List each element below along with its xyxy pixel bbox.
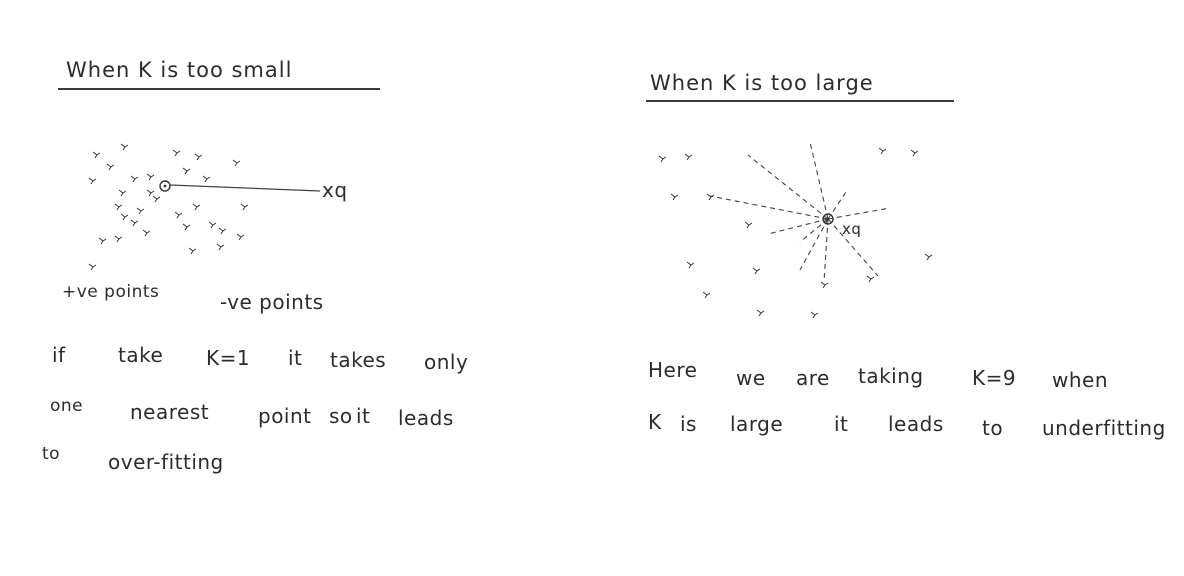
note-word: are	[796, 366, 830, 390]
neighbor-link	[827, 207, 891, 220]
neighbor-link	[827, 218, 879, 277]
note-word: leads	[398, 406, 454, 430]
note-word: point	[258, 404, 312, 428]
note-word: K	[648, 410, 662, 434]
data-point-mark	[744, 221, 753, 229]
note-word: when	[1052, 368, 1109, 392]
note-word: to	[42, 444, 61, 464]
data-point-mark	[236, 233, 245, 241]
data-point-mark	[194, 153, 203, 161]
data-point-mark	[208, 221, 217, 229]
note-word: taking	[858, 364, 924, 388]
data-point-mark	[172, 149, 181, 157]
data-point-mark	[702, 291, 711, 299]
data-point-mark	[182, 167, 191, 175]
data-point-mark	[130, 175, 139, 183]
data-point-mark	[810, 311, 819, 319]
data-point-mark	[88, 263, 97, 271]
note-word: take	[118, 343, 164, 367]
data-point-mark	[106, 163, 115, 171]
data-point-mark	[658, 155, 667, 163]
data-point-mark	[924, 253, 933, 261]
right-title: When K is too large	[650, 71, 874, 95]
data-point-mark	[142, 229, 151, 237]
data-point-mark	[146, 189, 155, 197]
note-word: K=9	[972, 366, 1017, 390]
data-point-mark	[866, 275, 875, 283]
data-point-mark	[216, 243, 225, 251]
negative-points-label: -ve points	[220, 290, 324, 314]
data-point-mark	[686, 261, 695, 269]
neighbor-link	[767, 218, 829, 235]
data-point-mark	[114, 203, 123, 211]
note-word: if	[52, 343, 66, 367]
data-point-mark	[910, 149, 919, 157]
data-point-mark	[188, 247, 197, 255]
note-word: it	[834, 412, 849, 436]
nearest-neighbor-point	[159, 180, 171, 192]
nearest-neighbor-line	[169, 184, 321, 192]
data-point-mark	[820, 281, 829, 289]
data-point-mark	[752, 267, 761, 275]
data-point-mark	[240, 203, 249, 211]
note-word: large	[730, 412, 784, 436]
query-point	[822, 213, 834, 225]
note-word: is	[680, 412, 697, 436]
note-word: underfitting	[1042, 416, 1166, 440]
note-word: we	[736, 366, 766, 390]
data-point-mark	[114, 235, 123, 243]
data-point-mark	[152, 195, 161, 203]
positive-points-label: +ve points	[62, 282, 160, 302]
data-point-mark	[670, 193, 679, 201]
neighbor-link	[827, 191, 847, 220]
note-word: nearest	[130, 400, 210, 424]
data-point-mark	[684, 153, 693, 161]
neighbor-link	[799, 218, 829, 271]
data-point-mark	[120, 143, 129, 151]
data-point-mark	[98, 237, 107, 245]
note-word: only	[424, 350, 469, 374]
neighbor-link	[747, 154, 829, 220]
data-point-mark	[120, 213, 129, 221]
note-word: so	[329, 404, 353, 428]
note-word: to	[982, 416, 1004, 440]
note-word: it	[356, 404, 371, 428]
right-title-underline	[646, 100, 954, 102]
data-point-mark	[232, 159, 241, 167]
data-point-mark	[756, 309, 765, 317]
note-word: K=1	[206, 346, 251, 370]
data-point-mark	[192, 203, 201, 211]
note-word: leads	[888, 412, 944, 436]
data-point-mark	[202, 175, 211, 183]
note-word: over-fitting	[108, 450, 224, 474]
note-word: it	[288, 346, 303, 370]
left-query-label: xq	[322, 178, 348, 202]
data-point-mark	[88, 177, 97, 185]
data-point-mark	[130, 219, 139, 227]
left-title-underline	[58, 88, 380, 90]
data-point-mark	[136, 207, 145, 215]
data-point-mark	[118, 189, 127, 197]
neighbor-link	[799, 218, 829, 243]
data-point-mark	[92, 151, 101, 159]
data-point-mark	[218, 227, 227, 235]
left-title: When K is too small	[66, 58, 293, 82]
data-point-mark	[174, 211, 183, 219]
neighbor-link	[823, 218, 829, 283]
note-word: one	[50, 396, 84, 416]
neighbor-link	[709, 195, 829, 220]
note-word: Here	[648, 358, 698, 382]
right-query-label: xq	[842, 220, 862, 238]
data-point-mark	[878, 147, 887, 155]
note-word: takes	[330, 348, 387, 372]
data-point-mark	[146, 173, 155, 181]
data-point-mark	[182, 223, 191, 231]
neighbor-link	[809, 141, 829, 220]
